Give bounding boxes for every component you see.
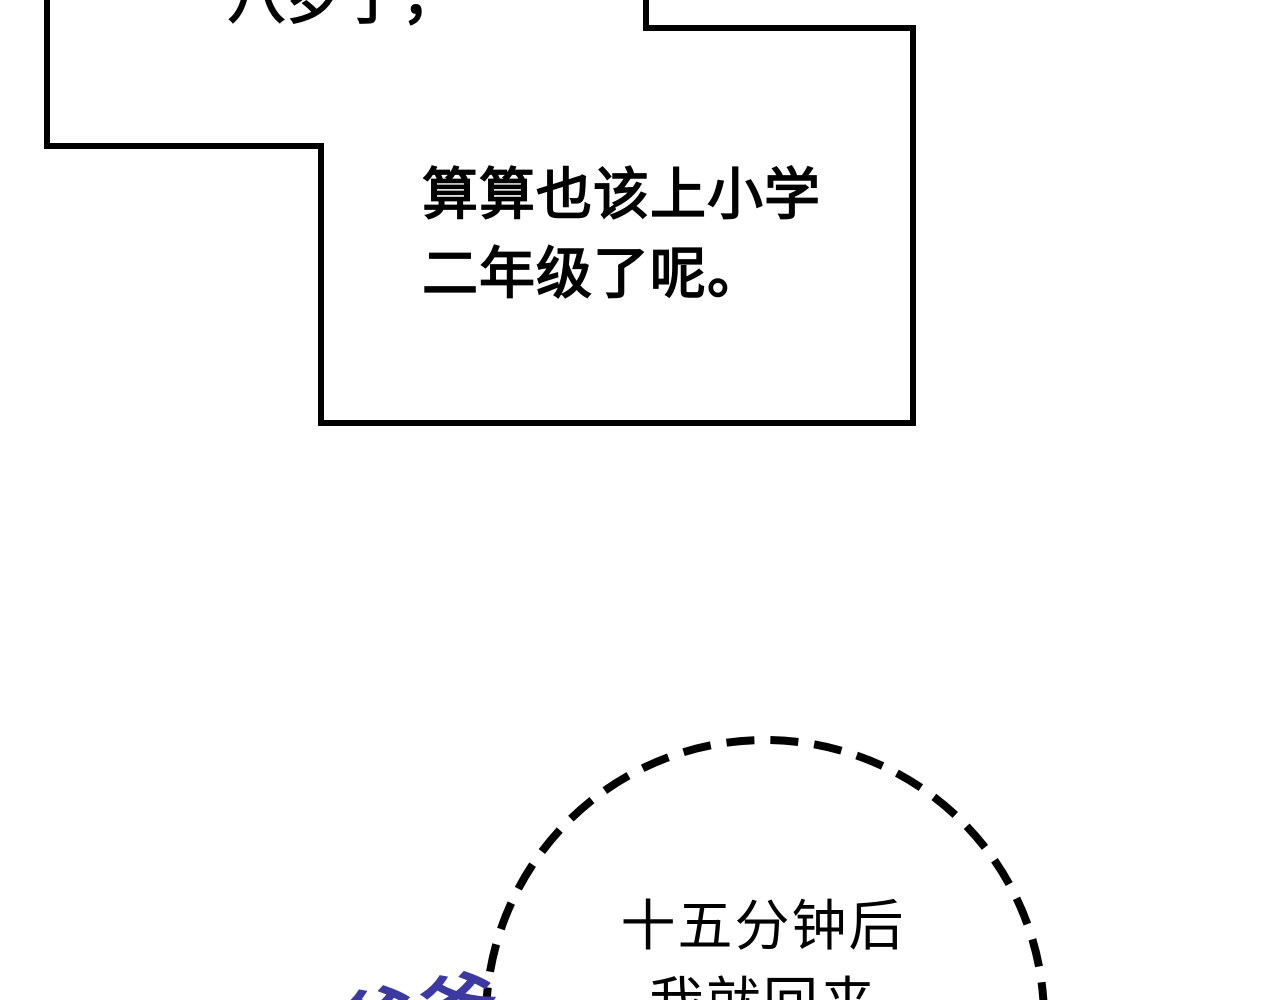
dashed-thought-bubble	[482, 736, 1048, 1000]
thought-text: 十五分钟后 我就回来	[620, 888, 905, 1000]
thought-text-line1: 十五分钟后	[620, 895, 906, 957]
speech-text-main-line1: 算算也该上小学	[422, 163, 821, 226]
thought-text-line2: 我就回来	[620, 965, 905, 1000]
joined-speech-bubbles-outline	[44, 0, 916, 426]
speech-text-main-line2: 二年级了呢。	[422, 242, 764, 305]
speech-text-top-cropped: 八岁了，	[228, 0, 460, 35]
speech-text-main: 算算也该上小学 二年级了呢。	[422, 155, 821, 313]
